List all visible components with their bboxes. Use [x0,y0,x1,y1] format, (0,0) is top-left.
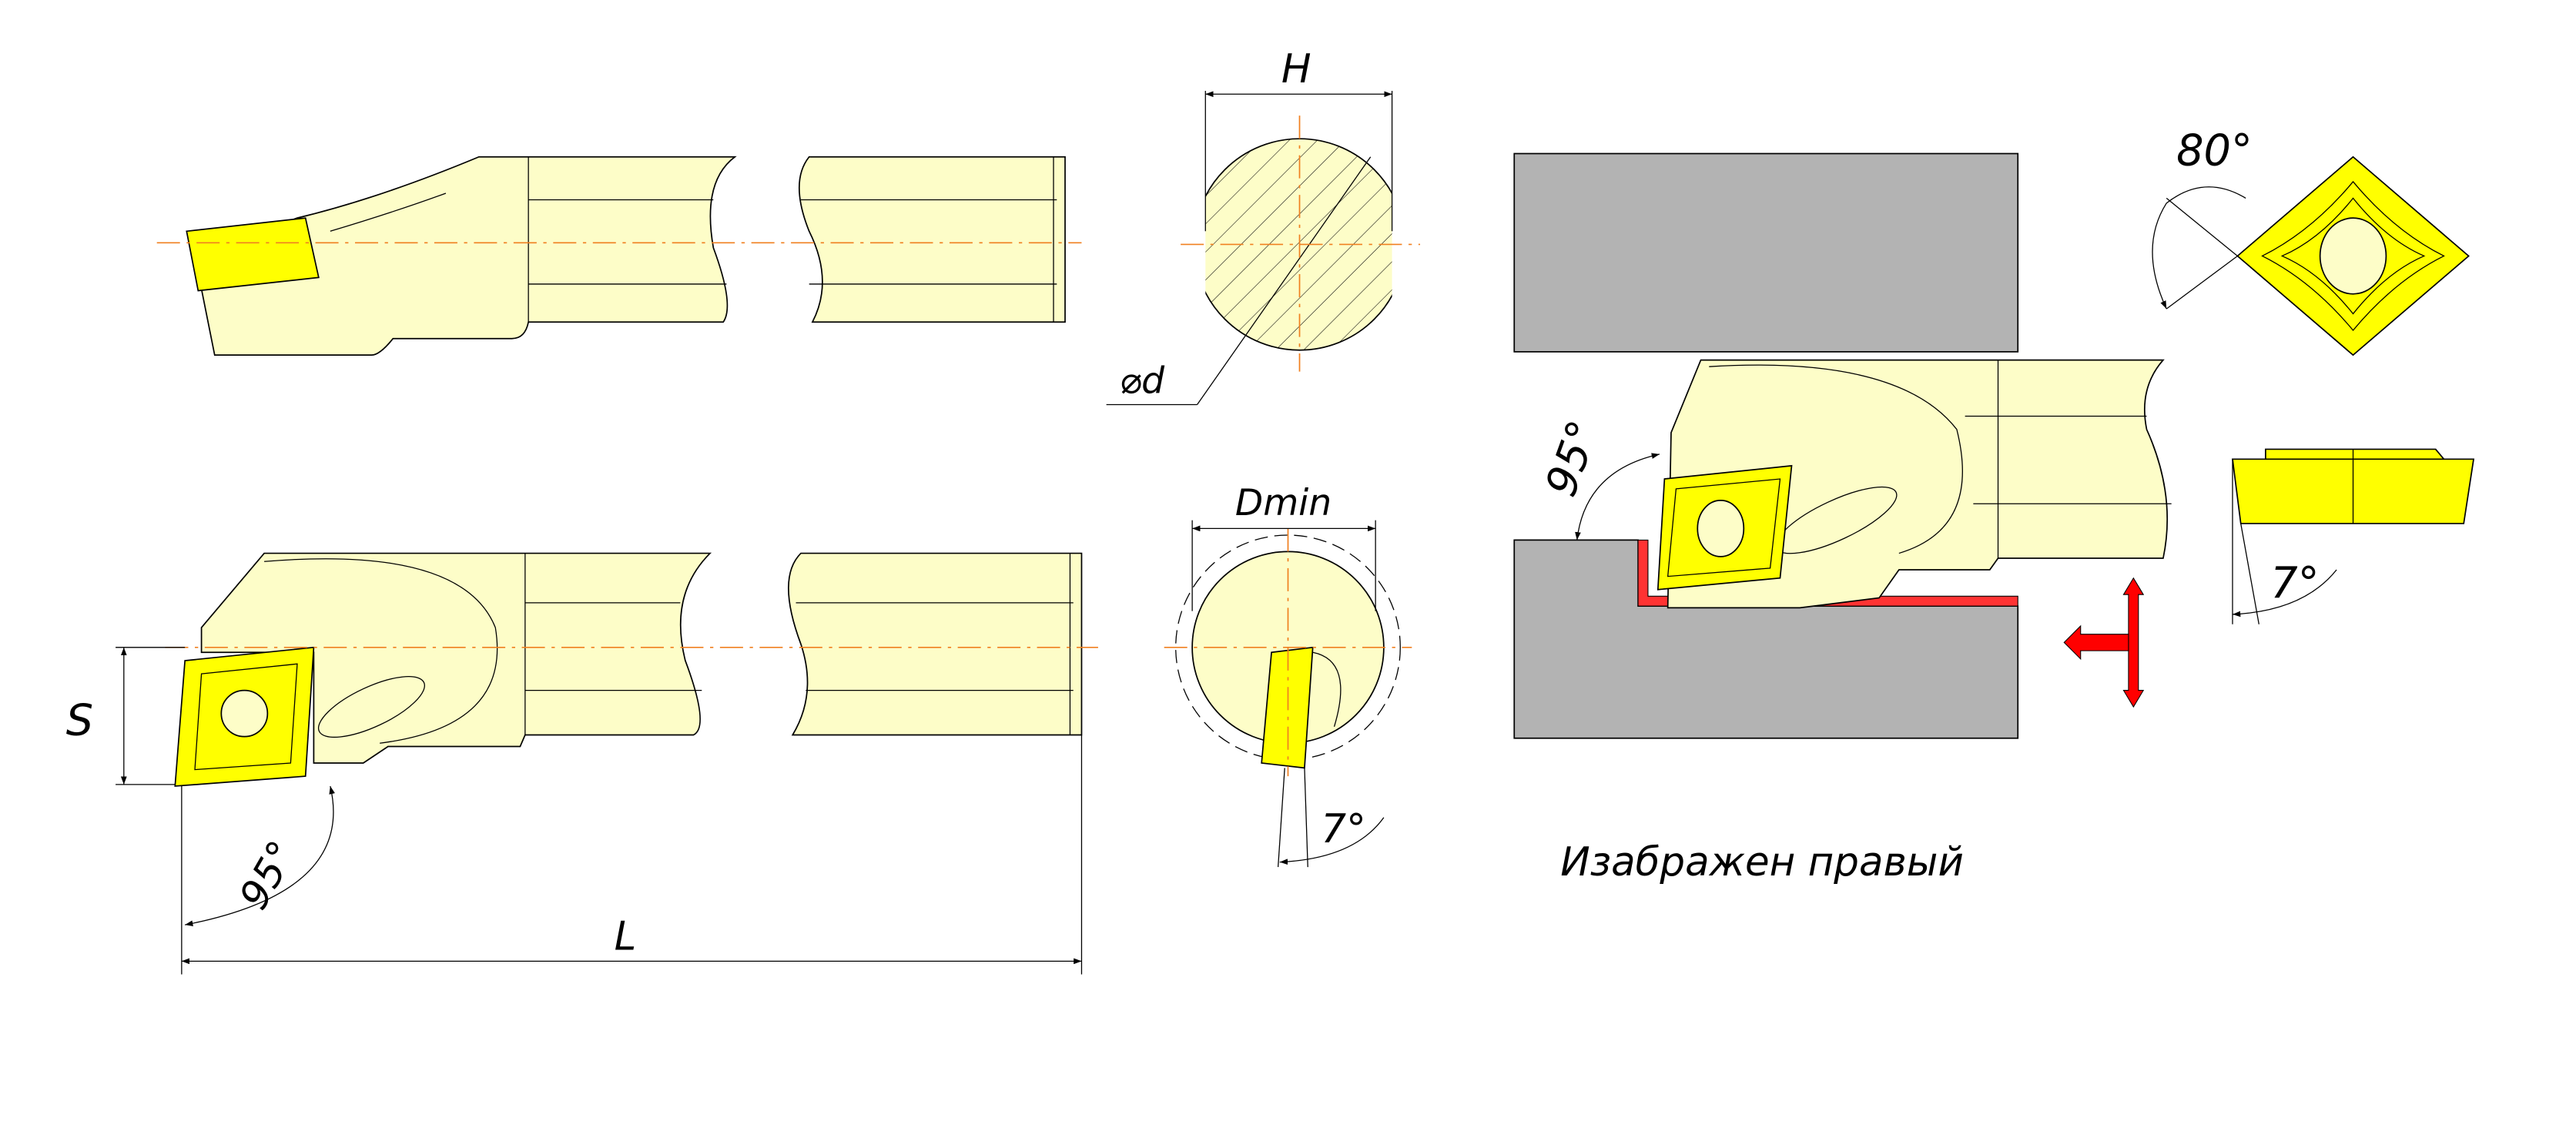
insert-top-view [186,217,320,292]
feed-arrows-icon [2063,577,2145,708]
label-95-bottom: 95° [231,833,307,917]
label-H: H [1281,46,1311,92]
label-95-operation: 95° [1536,414,1610,503]
operation-view [1513,152,2172,739]
label-7-section: 7° [1321,806,1365,852]
label-7-clearance: 7° [2270,558,2319,608]
label-Dmin: Dmin [1235,482,1332,524]
label-80: 80° [2176,126,2253,176]
caption-right-hand: Изабражен правый [1560,839,1964,885]
section-d [1106,90,1421,406]
insert-side-view [2232,448,2475,624]
label-S: S [66,695,93,745]
label-L: L [615,913,637,959]
label-d: ⌀d [1120,360,1165,402]
section-dmin [1164,520,1412,868]
holder-plan-view [116,552,1098,975]
insert-rhombic [2152,156,2470,356]
workpiece-top [1513,152,2019,353]
holder-top-view [156,156,1082,356]
